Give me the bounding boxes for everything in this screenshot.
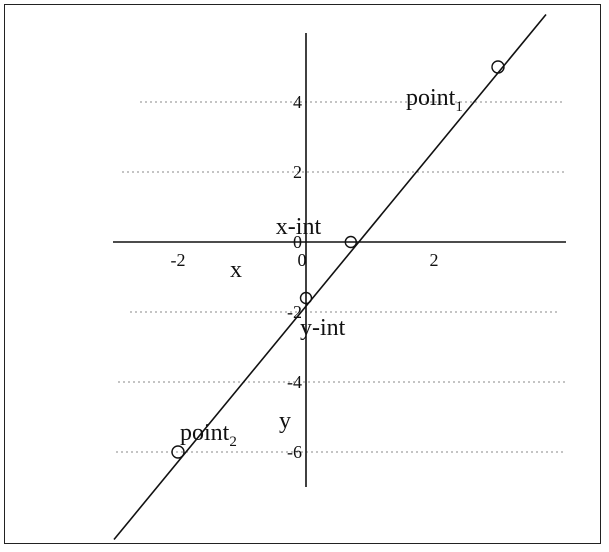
y-tick-label: -6 (287, 442, 302, 462)
plot-frame (4, 4, 601, 544)
point-label: point1 (406, 85, 463, 115)
x-axis-label: x (230, 257, 242, 283)
axes (113, 33, 566, 487)
y-tick-label: -4 (287, 372, 302, 392)
y-axis-label: y (279, 408, 291, 434)
intercept-marker (344, 235, 357, 249)
point-marker (171, 445, 185, 459)
annotation-labels: point1 point2 x-int y-int x y (180, 85, 463, 450)
y-tick-label: 4 (293, 92, 302, 112)
intercept-label: x-int (276, 214, 322, 240)
point-label: point2 (180, 420, 237, 450)
series-line (113, 13, 547, 541)
series-layer (113, 13, 547, 541)
point-marker (491, 60, 505, 74)
y-tick-label: -2 (287, 302, 302, 322)
x-tick-label: 0 (298, 250, 307, 270)
intercept-label: y-int (300, 315, 346, 341)
x-tick-label: 2 (430, 250, 439, 270)
x-tick-label: -2 (171, 250, 186, 270)
grid-lines (116, 101, 565, 453)
y-tick-label: 2 (293, 162, 302, 182)
intercept-marker (299, 291, 313, 305)
y-tick-label: 0 (293, 232, 302, 252)
tick-labels: -6 -4 -2 0 2 4 -2 0 2 (171, 92, 439, 462)
